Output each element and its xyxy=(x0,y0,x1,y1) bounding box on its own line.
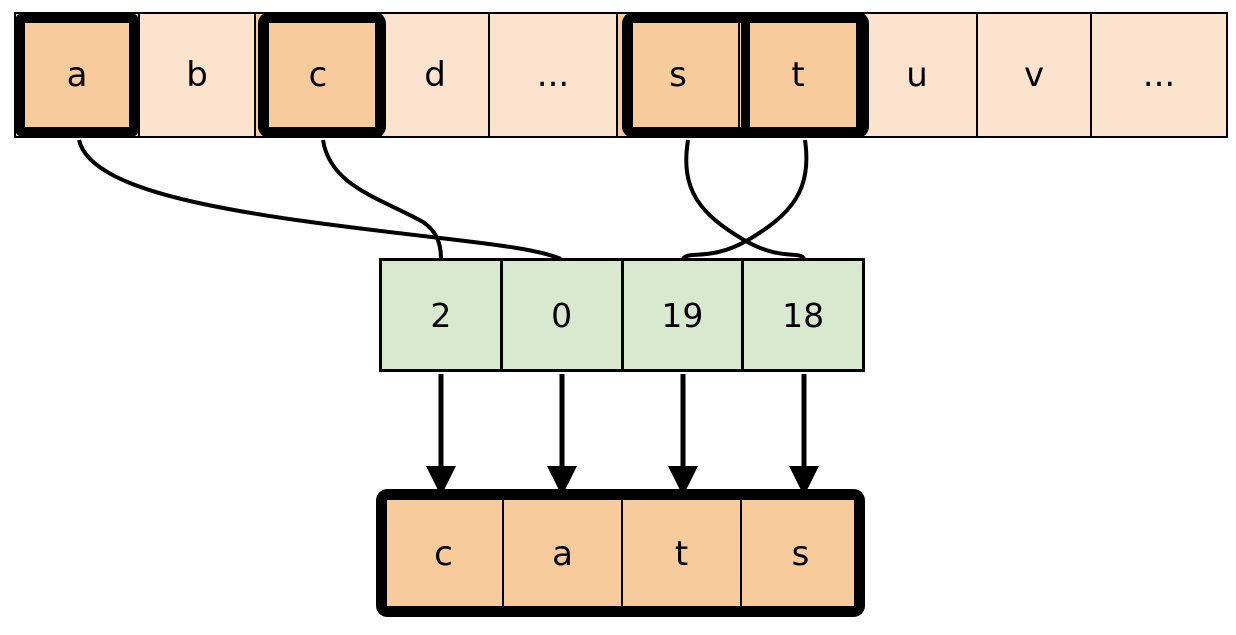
index-cell-label: 19 xyxy=(661,295,704,335)
index-cell-label: 2 xyxy=(430,295,452,335)
index-cell-0[interactable]: 2 xyxy=(379,258,503,372)
alphabet-cell-s[interactable]: s xyxy=(616,12,740,138)
alphabet-cell-label: ... xyxy=(536,55,570,95)
index-cell-1[interactable]: 0 xyxy=(499,258,624,372)
index-cell-2[interactable]: 19 xyxy=(620,258,745,372)
result-cell-label: t xyxy=(674,534,689,574)
alphabet-cell-u[interactable]: u xyxy=(856,12,978,138)
alphabet-cell-ellipsis-1[interactable]: ... xyxy=(488,12,618,138)
alphabet-cell-label: u xyxy=(906,55,928,95)
arrow-index-1-to-result-1 xyxy=(547,374,577,496)
link-a-to-index-0 xyxy=(77,139,562,261)
alphabet-cell-b[interactable]: b xyxy=(138,12,256,138)
index-row: 2 0 19 18 xyxy=(379,258,865,372)
result-cell-label: c xyxy=(434,534,453,574)
alphabet-cell-label: d xyxy=(424,55,446,95)
result-cell-0[interactable]: c xyxy=(383,496,504,612)
link-c-to-index-2 xyxy=(321,139,443,260)
alphabet-cell-label: c xyxy=(308,55,328,95)
link-t-to-index-19 xyxy=(681,139,809,261)
arrow-index-3-to-result-3 xyxy=(789,374,819,496)
alphabet-cell-c[interactable]: c xyxy=(254,12,382,138)
alphabet-cell-label: b xyxy=(186,55,208,95)
arrow-index-0-to-result-0 xyxy=(426,374,456,496)
link-s-to-index-18 xyxy=(684,139,806,261)
index-cell-3[interactable]: 18 xyxy=(741,258,865,372)
alphabet-cell-label: ... xyxy=(1142,55,1176,95)
arrow-index-2-to-result-2 xyxy=(668,374,698,496)
result-cell-3[interactable]: s xyxy=(740,496,861,612)
result-cell-1[interactable]: a xyxy=(502,496,623,612)
alphabet-row: a b c d ... s t u v ... xyxy=(14,12,1228,138)
alphabet-cell-ellipsis-2[interactable]: ... xyxy=(1090,12,1228,138)
alphabet-cell-label: a xyxy=(66,55,88,95)
result-cell-label: a xyxy=(552,534,573,574)
alphabet-cell-label: t xyxy=(791,55,805,95)
result-row: c a t s xyxy=(383,496,861,612)
alphabet-cell-label: s xyxy=(669,55,687,95)
result-cell-label: s xyxy=(791,534,810,574)
alphabet-cell-t[interactable]: t xyxy=(738,12,858,138)
alphabet-cell-d[interactable]: d xyxy=(380,12,490,138)
alphabet-cell-a[interactable]: a xyxy=(14,12,140,138)
alphabet-cell-v[interactable]: v xyxy=(976,12,1092,138)
index-cell-label: 0 xyxy=(551,295,573,335)
alphabet-cell-label: v xyxy=(1023,55,1045,95)
result-cell-2[interactable]: t xyxy=(621,496,742,612)
index-cell-label: 18 xyxy=(782,295,825,335)
